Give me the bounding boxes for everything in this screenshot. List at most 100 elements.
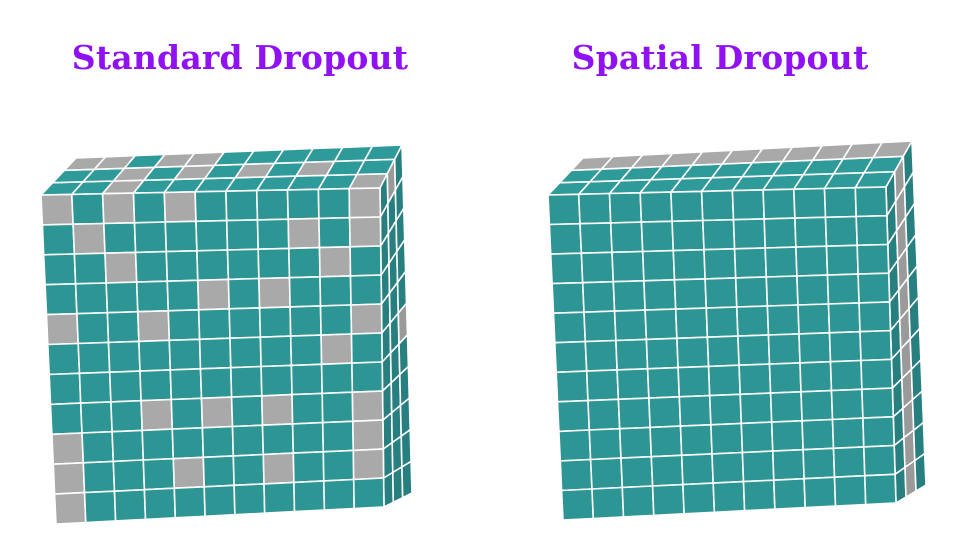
front-face-cell [768, 362, 802, 394]
front-face-cell [650, 454, 684, 487]
front-face-cell [860, 358, 894, 391]
front-face-cell [796, 274, 830, 306]
front-face-cell [803, 476, 837, 509]
front-face-cell [641, 249, 676, 282]
front-face-cell [733, 247, 768, 279]
front-face-cell [739, 392, 773, 425]
front-face-cell [646, 366, 681, 399]
front-face-cell [737, 334, 771, 367]
front-face-cell [800, 389, 834, 422]
front-face-cell [585, 369, 620, 402]
front-face-cell [555, 370, 589, 403]
front-face-cell [703, 248, 737, 280]
side-face-cell [894, 466, 907, 504]
front-face-cell [651, 483, 685, 517]
front-face-cell [676, 336, 710, 369]
front-face-cell [833, 474, 867, 507]
front-face-cell [678, 394, 712, 427]
front-face-cell [704, 277, 738, 309]
front-face-cell [584, 339, 618, 372]
front-face-cell [767, 333, 801, 365]
front-face-cell [766, 304, 800, 336]
front-face-cell [352, 477, 385, 510]
front-face-cell [741, 450, 775, 483]
front-face-cell [740, 421, 774, 454]
front-face-cell [558, 429, 592, 462]
front-face-cell [855, 214, 889, 247]
front-face-cell [682, 482, 716, 515]
front-face-cell [710, 422, 744, 455]
front-face-cell [858, 301, 892, 333]
front-face-cell [827, 302, 861, 334]
front-face-cell [792, 187, 827, 219]
side-face-cell [401, 460, 413, 499]
front-face-cell [556, 399, 591, 433]
front-face-cell [801, 418, 835, 451]
front-face-cell [763, 217, 797, 249]
front-face-cell [583, 310, 617, 343]
front-face-cell [802, 447, 836, 480]
front-face-cell [587, 398, 621, 431]
front-face-cell [577, 192, 612, 225]
front-face-cell [700, 189, 735, 222]
front-face-cell [826, 273, 860, 305]
front-face-cell [823, 186, 858, 219]
front-face-cell [643, 278, 677, 311]
front-face-cell [859, 329, 893, 362]
front-face-cell [560, 488, 595, 521]
front-face-cell [735, 305, 770, 337]
front-face-cell [672, 248, 706, 281]
front-face-cell [764, 246, 798, 278]
front-face-cell [552, 311, 587, 344]
front-face-cell [734, 276, 769, 308]
front-face-cell [645, 337, 679, 370]
front-face-cell [618, 426, 653, 459]
front-face-cell [671, 219, 705, 252]
front-face-cell [611, 250, 645, 283]
front-face-cell [707, 364, 742, 397]
front-face-cell [825, 244, 859, 276]
front-face-cell [617, 397, 651, 430]
front-face-cell [553, 340, 588, 374]
front-face-cell [649, 425, 683, 458]
front-face-cell [589, 457, 624, 490]
front-face-cell [581, 280, 616, 314]
side-face-cell [913, 452, 927, 492]
front-face-cell [548, 222, 583, 255]
front-face-cell [795, 245, 829, 277]
front-face-cell [829, 359, 863, 392]
front-face-cell [579, 222, 613, 254]
front-face-cell [644, 308, 678, 341]
front-face-cell [854, 186, 888, 218]
front-face-cell [580, 251, 615, 284]
front-face-cell [824, 215, 859, 247]
front-face-cell [863, 473, 897, 506]
front-face-cell [732, 218, 767, 250]
front-face-cell [613, 309, 648, 342]
front-face-cell [648, 395, 682, 429]
front-face-cell [549, 252, 584, 285]
front-face-cell [738, 363, 772, 396]
front-face-cell [639, 191, 673, 223]
front-face-cell [711, 451, 745, 484]
front-face-cell [547, 193, 581, 226]
front-face-cell [862, 415, 896, 448]
front-face-cell [797, 303, 831, 335]
front-face-cell [731, 189, 766, 221]
front-face-cell [772, 477, 807, 511]
front-face-cell [616, 367, 650, 401]
front-face-cell [708, 393, 743, 426]
front-face-cell [769, 390, 803, 423]
front-face-cell [799, 360, 833, 393]
standard-dropout-title: Standard Dropout [71, 38, 409, 77]
front-face-cell [620, 455, 654, 489]
front-face-cell [551, 281, 585, 315]
front-face-cell [640, 220, 675, 253]
front-face-cell [705, 306, 739, 339]
spatial-dropout-title: Spatial Dropout [571, 38, 869, 77]
front-face-cell [762, 188, 796, 220]
front-face-cell [615, 338, 649, 371]
front-face-cell [770, 419, 804, 452]
front-face-cell [832, 446, 866, 479]
